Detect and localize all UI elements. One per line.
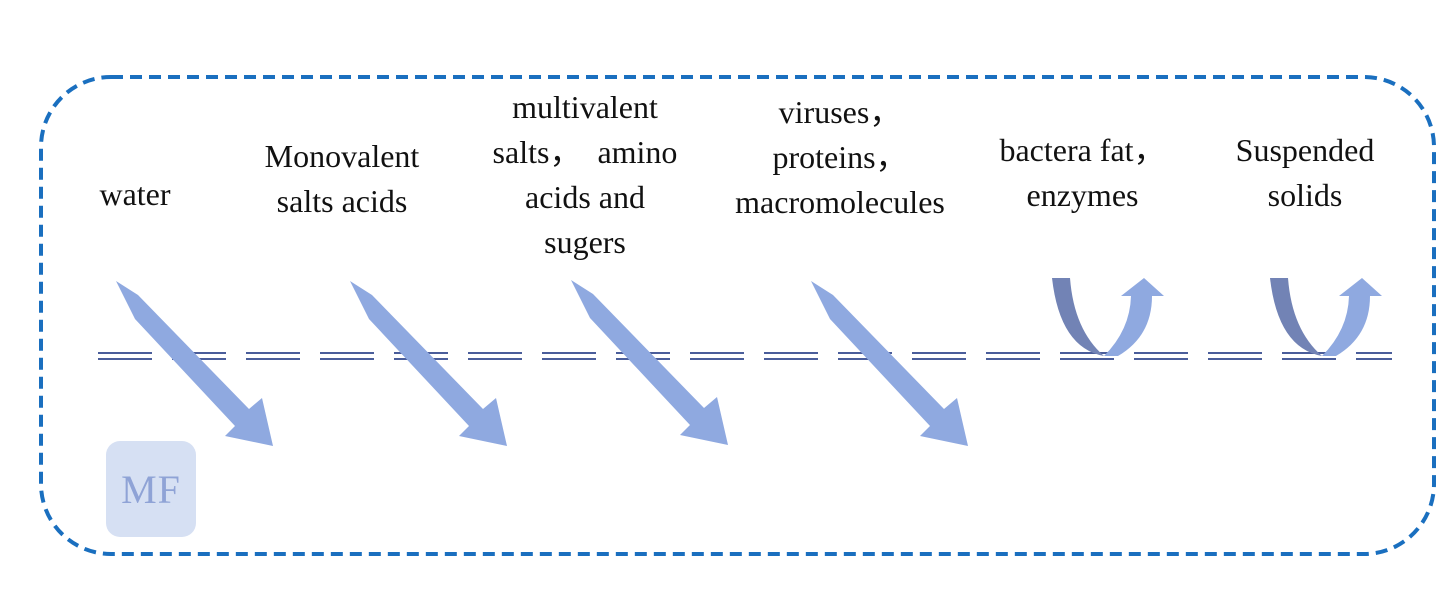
pass-arrow-2	[571, 280, 728, 445]
arrow-layer	[116, 278, 1382, 446]
reject-arrow-5	[1270, 278, 1382, 356]
pass-arrow-3	[811, 281, 968, 446]
label-bacteria-enzymes: bactera fat， enzymes	[999, 132, 1166, 213]
reject-arrow-4	[1052, 278, 1164, 356]
label-multivalent-salts: multivalent salts， amino acids and suger…	[492, 89, 678, 260]
mf-badge: MF	[106, 441, 196, 537]
dashed-frame	[39, 75, 1436, 556]
label-viruses-proteins: viruses， proteins， macromolecules	[735, 94, 945, 220]
label-suspended-solids: Suspended solids	[1235, 132, 1375, 213]
pass-arrow-0	[116, 281, 273, 446]
membrane-line	[98, 352, 1392, 360]
mf-label: MF	[121, 466, 181, 512]
pass-arrow-1	[350, 281, 507, 446]
label-monovalent-salts: Monovalent salts acids	[264, 138, 420, 219]
label-water: water	[99, 176, 171, 212]
